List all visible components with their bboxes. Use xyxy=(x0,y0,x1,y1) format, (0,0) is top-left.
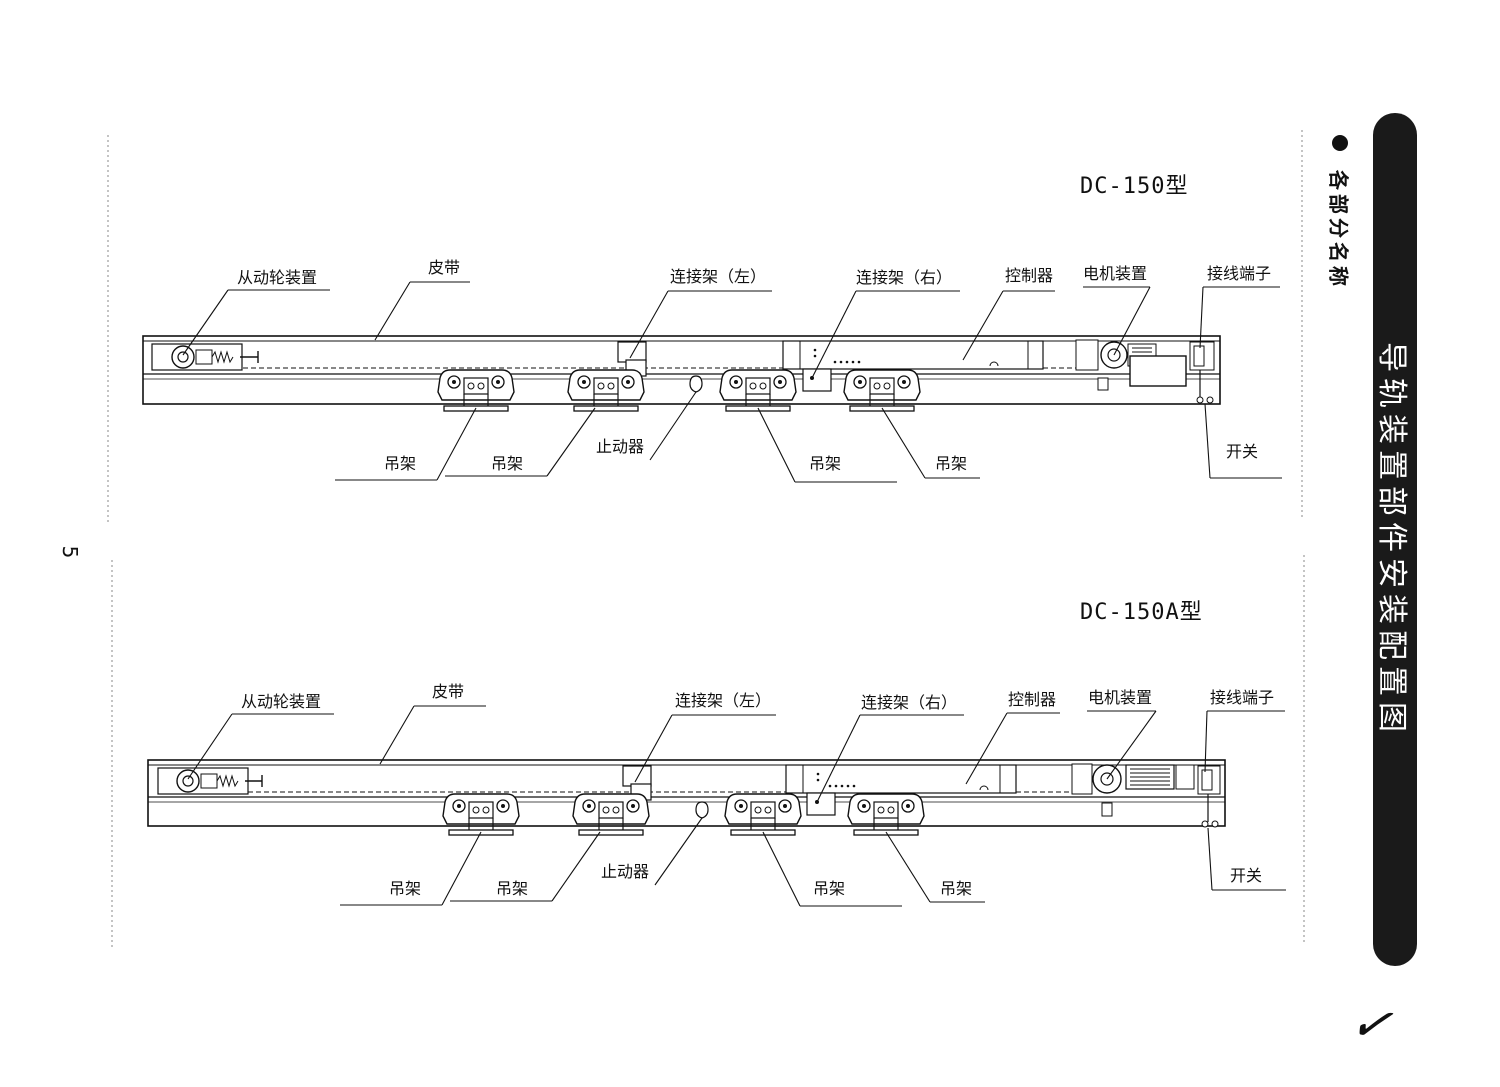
label-switch-bottom: 开关 xyxy=(1230,866,1263,885)
label-hanger-4-top: 吊架 xyxy=(935,454,968,473)
model-title-bottom: DC-150A型 xyxy=(1080,600,1203,625)
label-terminal-top: 接线端子 xyxy=(1207,264,1272,283)
label-hanger-1-bottom: 吊架 xyxy=(389,879,422,898)
label-driven-pulley-bottom: 从动轮装置 xyxy=(241,692,322,711)
label-hanger-3-top: 吊架 xyxy=(809,454,842,473)
label-controller-bottom: 控制器 xyxy=(1008,690,1057,709)
label-controller-top: 控制器 xyxy=(1005,266,1054,285)
label-hanger-3-bottom: 吊架 xyxy=(813,879,846,898)
label-motor-bottom: 电机装置 xyxy=(1088,688,1153,707)
vertical-title-bar: 导轨装置部件安装配置图 xyxy=(1373,113,1417,966)
label-connector-left-top: 连接架（左） xyxy=(670,267,767,286)
bullet-icon xyxy=(1332,135,1348,151)
label-connector-left-bottom: 连接架（左） xyxy=(675,691,772,710)
label-terminal-bottom: 接线端子 xyxy=(1210,688,1275,707)
label-connector-right-top: 连接架（右） xyxy=(856,268,953,287)
rail-bottom xyxy=(147,705,1286,907)
label-hanger-2-bottom: 吊架 xyxy=(496,879,529,898)
label-stopper-top: 止动器 xyxy=(596,437,645,456)
label-belt-bottom: 皮带 xyxy=(432,682,465,701)
model-title-top: DC-150型 xyxy=(1080,174,1189,199)
label-hanger-4-bottom: 吊架 xyxy=(940,879,973,898)
label-driven-pulley-top: 从动轮装置 xyxy=(237,268,318,287)
label-switch-top: 开关 xyxy=(1226,442,1259,461)
label-belt-top: 皮带 xyxy=(428,258,461,277)
section-label: 各部分名称 xyxy=(1320,135,1360,295)
label-hanger-1-top: 吊架 xyxy=(384,454,417,473)
label-connector-right-bottom: 连接架（右） xyxy=(861,693,958,712)
rail-top xyxy=(142,281,1282,483)
label-hanger-2-top: 吊架 xyxy=(491,454,524,473)
label-motor-top: 电机装置 xyxy=(1083,264,1148,283)
label-stopper-bottom: 止动器 xyxy=(601,862,650,881)
